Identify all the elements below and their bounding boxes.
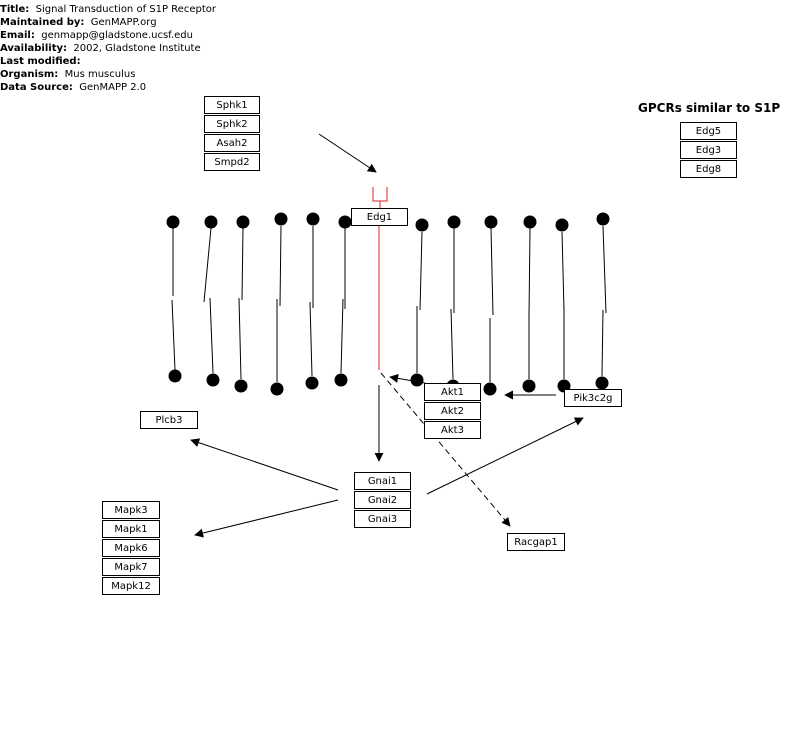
gene-box-gnai2[interactable]: Gnai2	[354, 491, 411, 509]
lipid-head	[204, 215, 218, 229]
info-email: Email: genmapp@gladstone.ucsf.edu	[0, 30, 193, 41]
lipid-head	[270, 382, 284, 396]
lipid-head	[596, 212, 610, 226]
gene-box-edg1[interactable]: Edg1	[351, 208, 408, 226]
info-title: Title: Signal Transduction of S1P Recept…	[0, 4, 216, 15]
lipid-head	[338, 215, 352, 229]
membrane-bottom-heads	[168, 369, 609, 396]
arrow-akt-to-edg1	[389, 373, 426, 384]
lipid-head	[522, 379, 536, 393]
info-maintainer: Maintained by: GenMAPP.org	[0, 17, 157, 28]
lipid-head	[555, 218, 569, 232]
info-organism: Organism: Mus musculus	[0, 69, 136, 80]
gene-box-gnai1[interactable]: Gnai1	[354, 472, 411, 490]
gene-box-gnai3[interactable]: Gnai3	[354, 510, 411, 528]
lipid-head	[206, 373, 220, 387]
gene-box-edg8[interactable]: Edg8	[680, 160, 737, 178]
lipid-head	[236, 215, 250, 229]
lipid-head	[484, 215, 498, 229]
gene-box-edg5[interactable]: Edg5	[680, 122, 737, 140]
lipid-head	[415, 218, 429, 232]
gene-box-mapk7[interactable]: Mapk7	[102, 558, 160, 576]
gene-box-akt1[interactable]: Akt1	[424, 383, 481, 401]
arrow-gnai-to-mapk	[194, 499, 339, 538]
gene-box-mapk1[interactable]: Mapk1	[102, 520, 160, 538]
gene-box-plcb3[interactable]: Plcb3	[140, 411, 198, 429]
lipid-head	[595, 376, 609, 390]
lipid-head	[274, 212, 288, 226]
lipid-head	[305, 376, 319, 390]
membrane-top-heads	[166, 212, 610, 232]
info-data-source: Data Source: GenMAPP 2.0	[0, 82, 147, 93]
lipid-head	[334, 373, 348, 387]
arrow-gnai-to-pik3c2g	[426, 417, 584, 495]
lipid-head	[447, 215, 461, 229]
gene-box-akt2[interactable]: Akt2	[424, 402, 481, 420]
gene-box-smpd2[interactable]: Smpd2	[204, 153, 260, 171]
gene-box-mapk3[interactable]: Mapk3	[102, 501, 160, 519]
info-availability: Availability: 2002, Gladstone Institute	[0, 43, 201, 54]
arrow-sphk-to-edg1	[318, 133, 377, 173]
lipid-head	[234, 379, 248, 393]
info-last-modified: Last modified:	[0, 56, 81, 67]
lipid-head	[168, 369, 182, 383]
lipid-head	[166, 215, 180, 229]
membrane-tails	[171, 225, 607, 382]
gene-box-pik3c2g[interactable]: Pik3c2g	[564, 389, 622, 407]
gene-box-sphk1[interactable]: Sphk1	[204, 96, 260, 114]
interaction-edges	[190, 133, 584, 538]
gene-box-mapk12[interactable]: Mapk12	[102, 577, 160, 595]
gene-box-akt3[interactable]: Akt3	[424, 421, 481, 439]
gene-box-asah2[interactable]: Asah2	[204, 134, 260, 152]
lipid-head	[483, 382, 497, 396]
arrow-gnai-to-plcb3	[190, 438, 339, 491]
gene-box-edg3[interactable]: Edg3	[680, 141, 737, 159]
lipid-head	[306, 212, 320, 226]
pathway-info: Title: Signal Transduction of S1P Recept…	[0, 3, 216, 94]
arrow-edg1-to-racgap1	[380, 372, 511, 527]
lipid-head	[410, 373, 424, 387]
lipid-head	[523, 215, 537, 229]
gpcr-group-title: GPCRs similar to S1P	[638, 101, 781, 115]
gene-box-racgap1[interactable]: Racgap1	[507, 533, 565, 551]
gene-box-mapk6[interactable]: Mapk6	[102, 539, 160, 557]
gene-box-sphk2[interactable]: Sphk2	[204, 115, 260, 133]
